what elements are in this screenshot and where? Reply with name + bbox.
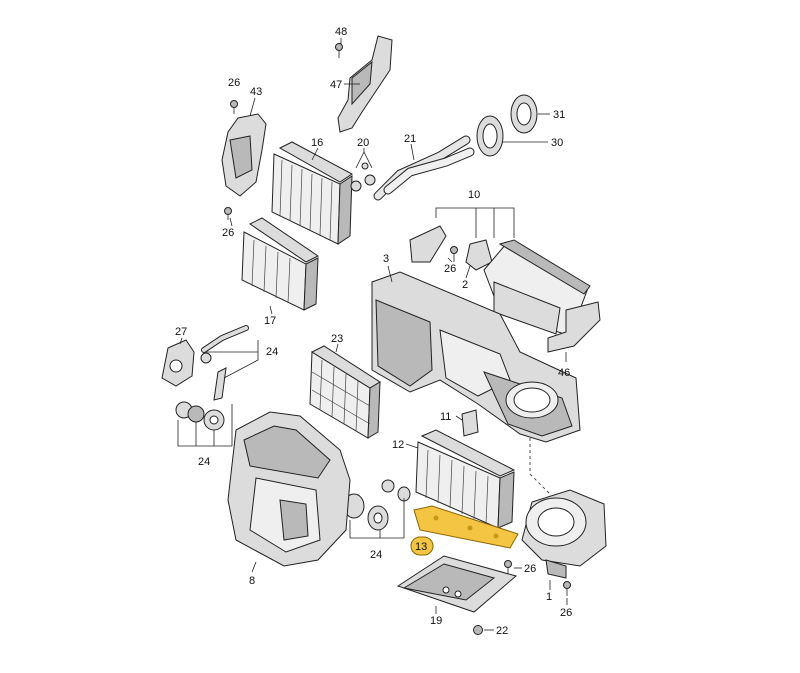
label-19: 19 [430,615,442,627]
label-21: 21 [404,133,416,145]
label-26-d: 26 [524,563,536,575]
part-24-linkages-upper [200,325,249,401]
label-22: 22 [496,625,508,637]
part-17-heater-core [241,217,319,311]
label-8: 8 [249,575,255,587]
part-10-actuators [409,225,591,337]
leader-lines [177,38,568,631]
label-26-e: 26 [560,607,572,619]
label-1: 1 [546,591,552,603]
part-20-clips [350,162,376,192]
label-16: 16 [311,137,323,149]
label-26-b: 26 [222,227,234,239]
label-3: 3 [383,253,389,265]
label-17: 17 [264,315,276,327]
label-47: 47 [330,79,342,91]
label-26-a: 26 [228,77,240,89]
part-24-linkages-left [175,401,225,431]
part-23-filter [309,345,381,439]
label-26-c: 26 [444,263,456,275]
part-12-filter [415,429,516,529]
part-43-bracket [221,113,267,197]
part-30-seal [476,115,504,157]
part-47-bracket [337,35,393,133]
label-31: 31 [553,109,565,121]
label-11: 11 [440,411,451,423]
part-46-bracket [547,301,601,353]
part-11-bracket [461,409,479,437]
label-13: 13 [415,541,427,553]
label-27: 27 [175,326,187,338]
part-labels: 48 47 26 43 16 20 21 31 30 26 10 17 3 26… [175,26,572,637]
label-43: 43 [250,86,262,98]
label-24-b: 24 [198,456,210,468]
part-24-linkages-lower [343,479,411,531]
part-21-refrigerant-pipes [373,135,475,201]
label-13-badge [410,536,434,556]
label-30: 30 [551,137,563,149]
part-13-seal-highlighted [413,505,519,549]
label-23: 23 [331,333,343,345]
label-48: 48 [335,26,347,38]
label-24-c: 24 [370,549,382,561]
label-2: 2 [462,279,468,291]
part-16-evaporator [271,141,353,245]
part-19-cover [396,555,518,613]
part-1-blower-motor [521,489,607,579]
label-10: 10 [468,189,480,201]
part-3-housing [371,271,581,443]
label-24-a: 24 [266,346,278,358]
label-20: 20 [357,137,369,149]
screws [224,43,571,635]
part-31-seal [510,94,538,134]
part-8-housing [227,411,351,567]
label-46: 46 [558,367,570,379]
label-12: 12 [392,439,404,451]
part-27-actuator [161,339,195,387]
